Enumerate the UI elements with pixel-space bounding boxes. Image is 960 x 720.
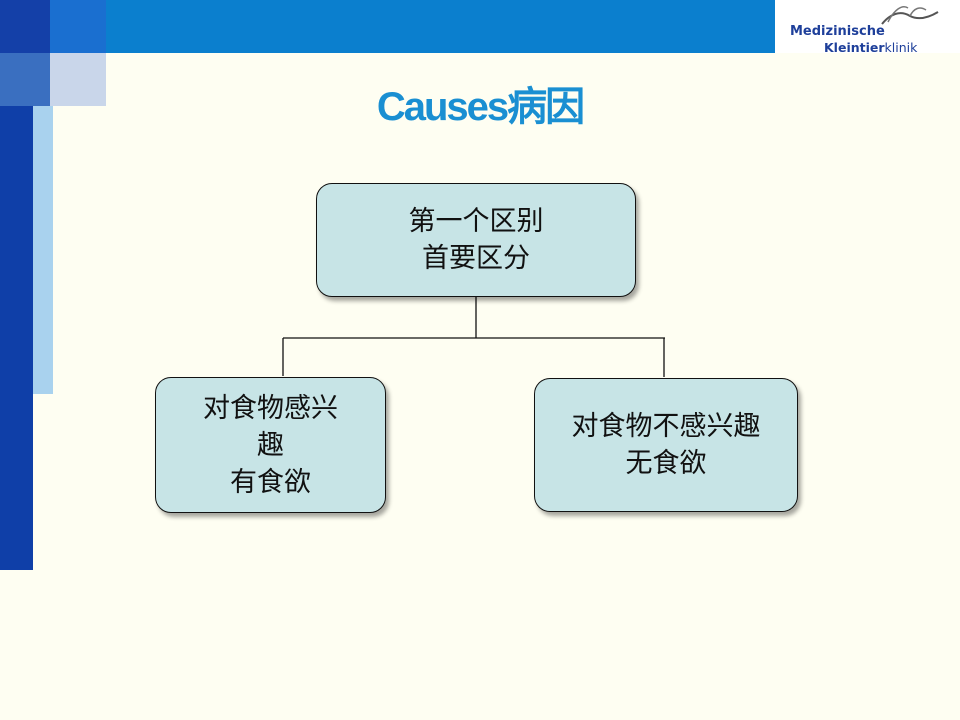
- slide-title: Causes病因: [376, 85, 585, 129]
- left-line-1: 对食物感兴: [203, 392, 338, 424]
- left-strip-dark: [0, 106, 33, 570]
- root-line-2: 首要区分: [422, 243, 530, 274]
- left-node: 对食物感兴 趣 有食欲: [155, 377, 386, 513]
- root-line-1: 第一个区别: [408, 206, 544, 237]
- decor-block-a: [0, 53, 50, 106]
- left-line-3: 有食欲: [230, 466, 311, 498]
- header-bar: [0, 0, 800, 53]
- right-line-2: 无食欲: [625, 448, 707, 479]
- left-line-2: 趣: [257, 429, 284, 461]
- decor-block-mid: [50, 0, 106, 53]
- logo-text-rest: klinik: [884, 40, 918, 55]
- left-strip-light: [33, 106, 53, 394]
- decor-block-dark: [0, 0, 50, 53]
- logo-text-line2: Kleintierklinik: [824, 40, 917, 55]
- root-node: 第一个区别 首要区分: [316, 183, 636, 297]
- decor-block-b: [50, 53, 106, 106]
- right-line-1: 对食物不感兴趣: [571, 411, 761, 442]
- right-node: 对食物不感兴趣 无食欲: [534, 378, 798, 512]
- clinic-logo: [775, 0, 960, 53]
- logo-animal-icon: [881, 6, 939, 25]
- logo-text-bold: Kleintier: [824, 40, 885, 55]
- logo-text-line1: Medizinische: [790, 24, 885, 39]
